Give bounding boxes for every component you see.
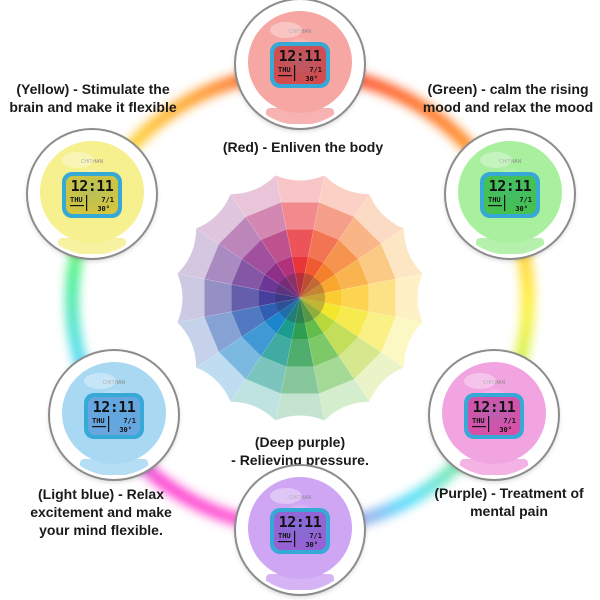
label-purple: (Purple) - Treatment of mental pain (420, 484, 598, 520)
clock-brand: CHITHAN (81, 159, 104, 165)
label-deep-purple-line2: - Relieving pressure. (231, 452, 369, 468)
clock-day: THU (92, 417, 105, 425)
label-light-blue: (Light blue) - Relax excitement and make… (22, 485, 180, 539)
label-green-line1: (Green) - calm the rising (427, 81, 589, 97)
clock-screen (66, 176, 118, 214)
label-yellow: (Yellow) - Stimulate the brain and make … (4, 80, 182, 116)
clock-date: 7/1 (519, 196, 532, 204)
clock-screen (274, 512, 326, 550)
clock-temperature: 30° (305, 75, 318, 83)
label-yellow-line2: brain and make it flexible (9, 99, 177, 115)
clock-date: 7/1 (123, 417, 136, 425)
clock-temperature: 30° (97, 205, 110, 213)
label-purple-line2: mental pain (470, 503, 548, 519)
clock-screen (274, 46, 326, 84)
clock-screen (468, 397, 520, 435)
clock-temperature: 30° (119, 426, 132, 434)
clock-day: THU (70, 196, 83, 204)
label-light-blue-line2: excitement and make (30, 504, 172, 520)
clock-time: 12:11 (279, 47, 322, 65)
clock-day: THU (488, 196, 501, 204)
clock-brand: CHITHAN (289, 495, 312, 501)
clock-brand: CHITHAN (289, 29, 312, 35)
clock-temperature: 30° (305, 541, 318, 549)
clock-brand: CHITHAN (103, 380, 126, 386)
clock-screen (484, 176, 536, 214)
label-purple-line1: (Purple) - Treatment of (434, 485, 584, 501)
label-yellow-line1: (Yellow) - Stimulate the (16, 81, 170, 97)
clock-date: 7/1 (101, 196, 114, 204)
clock-day: THU (278, 532, 291, 540)
clock-screen (88, 397, 140, 435)
label-green-line2: mood and relax the mood (422, 99, 594, 115)
label-red: (Red) - Enliven the body (222, 139, 384, 155)
clock-time: 12:11 (93, 398, 136, 416)
clock-date: 7/1 (309, 532, 322, 540)
clock-temperature: 30° (499, 426, 512, 434)
color-wheel-umbrella (176, 174, 424, 422)
label-deep-purple: (Deep purple) - Relieving pressure. (222, 433, 378, 469)
clock-temperature: 30° (515, 205, 528, 213)
clock-brand: CHITHAN (483, 380, 506, 386)
clock-time: 12:11 (473, 398, 516, 416)
clock-day: THU (278, 66, 291, 74)
clock-time: 12:11 (489, 177, 532, 195)
clock-time: 12:11 (71, 177, 114, 195)
label-green: (Green) - calm the rising mood and relax… (418, 80, 598, 116)
clock-time: 12:11 (279, 513, 322, 531)
label-deep-purple-line1: (Deep purple) (254, 434, 346, 450)
label-light-blue-line1: (Light blue) - Relax (38, 486, 164, 502)
clock-date: 7/1 (503, 417, 516, 425)
clock-brand: CHITHAN (499, 159, 522, 165)
clock-day: THU (472, 417, 485, 425)
clock-date: 7/1 (309, 66, 322, 74)
label-light-blue-line3: your mind flexible. (39, 522, 163, 538)
